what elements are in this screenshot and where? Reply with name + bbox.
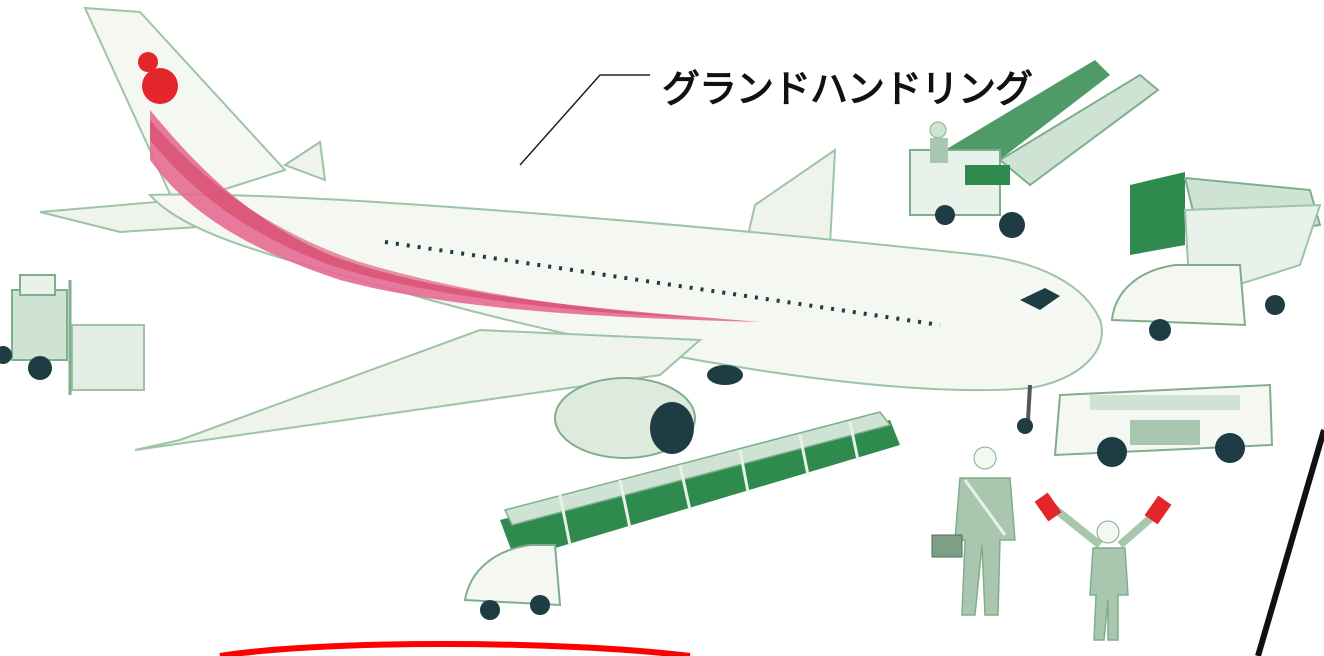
red-curved-border [219, 641, 691, 656]
airplane-engine-intake [650, 402, 694, 454]
baggage-cart-train [463, 411, 900, 620]
stair-truck [1110, 172, 1322, 341]
airplane-near-wing [134, 328, 703, 451]
pushback-tug [1053, 383, 1274, 467]
airplane [39, 6, 1103, 459]
tail-logo-circle-main [142, 68, 178, 104]
forklift [0, 274, 145, 395]
airplane-stabilizer-top [282, 140, 327, 182]
callout-leader-line [519, 74, 650, 166]
airplane-tail-fin [83, 6, 287, 207]
airplane-cockpit-windows [1020, 288, 1060, 310]
ground-handling-label: グランドハンドリング [662, 67, 1033, 111]
belt-loader [909, 60, 1160, 238]
airplane-main-gear [707, 365, 743, 385]
black-diagonal-border [1255, 429, 1324, 656]
airplane-nose-wheel [1017, 418, 1033, 434]
airplane-livery-stripe-dark [150, 120, 700, 318]
worker-with-toolbox [931, 446, 1016, 616]
tail-logo-circle-top [138, 52, 158, 72]
marshaller [1034, 492, 1172, 641]
airplane-nose-gear [1026, 384, 1032, 421]
